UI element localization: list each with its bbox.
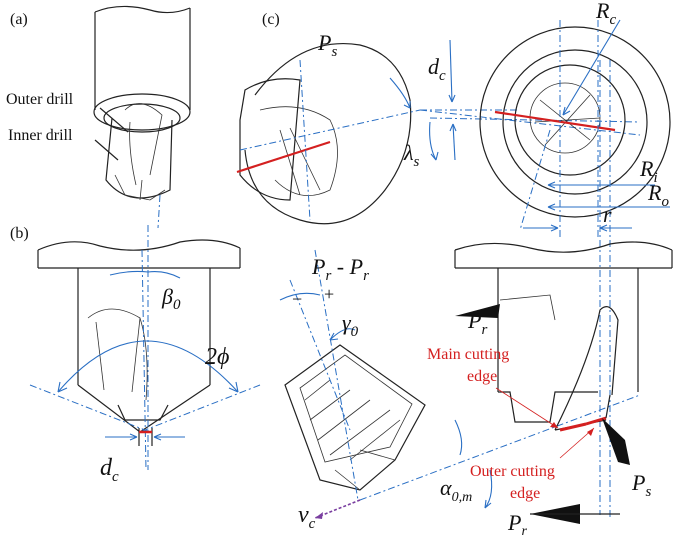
dc-b-symbol: dc bbox=[100, 455, 119, 485]
main-cutting-edge-label-2: edge bbox=[467, 368, 497, 385]
outer-cutting-edge-label-1: Outer cutting bbox=[470, 463, 555, 480]
panel-c-side-view bbox=[454, 241, 673, 524]
outer-drill-leader bbox=[99, 107, 129, 133]
pr-pr-symbol: Pr - Pr bbox=[311, 254, 369, 284]
panel-c-section bbox=[279, 249, 641, 519]
lambda-construction bbox=[419, 39, 641, 161]
panel-b-label: (b) bbox=[10, 225, 29, 242]
two-phi-symbol: 2ϕ bbox=[205, 344, 229, 370]
two-phi-arc bbox=[57, 340, 239, 393]
pr-mid-symbol: Pr bbox=[467, 308, 487, 338]
panel-c-end-view bbox=[236, 43, 421, 225]
pr-bottom-symbol: Pr bbox=[507, 510, 527, 536]
main-cutting-edge-label-1: Main cutting bbox=[427, 346, 509, 363]
inner-drill-leader bbox=[94, 139, 119, 161]
inner-drill-label: Inner drill bbox=[8, 127, 73, 144]
lambda-s-symbol: λs bbox=[403, 140, 420, 170]
rc-symbol: Rc bbox=[595, 0, 616, 28]
minus-sign: − bbox=[292, 289, 302, 309]
panel-c-label: (c) bbox=[262, 11, 280, 28]
beta-0-symbol: β0 bbox=[161, 284, 181, 313]
dc-top-symbol: dc bbox=[428, 54, 446, 84]
vc-symbol: vc bbox=[298, 502, 316, 532]
r-symbol: r bbox=[603, 202, 612, 227]
plus-sign: + bbox=[324, 284, 334, 304]
panel-a-label: (a) bbox=[10, 11, 28, 28]
ro-symbol: Ro bbox=[647, 180, 669, 210]
panel-c-top-view bbox=[479, 19, 671, 520]
ps-bottom-symbol: Ps bbox=[631, 470, 651, 500]
outer-cutting-edge-label-2: edge bbox=[510, 485, 540, 502]
ri-symbol: Ri bbox=[639, 156, 658, 186]
alpha-0m-symbol: α0,m bbox=[440, 475, 472, 505]
panel-a-drill bbox=[93, 5, 191, 229]
ps-top-symbol: Ps bbox=[317, 30, 337, 60]
outer-drill-label: Outer drill bbox=[6, 91, 74, 108]
panel-b-drill bbox=[29, 225, 261, 471]
gamma-0-symbol: γ0 bbox=[342, 310, 359, 340]
